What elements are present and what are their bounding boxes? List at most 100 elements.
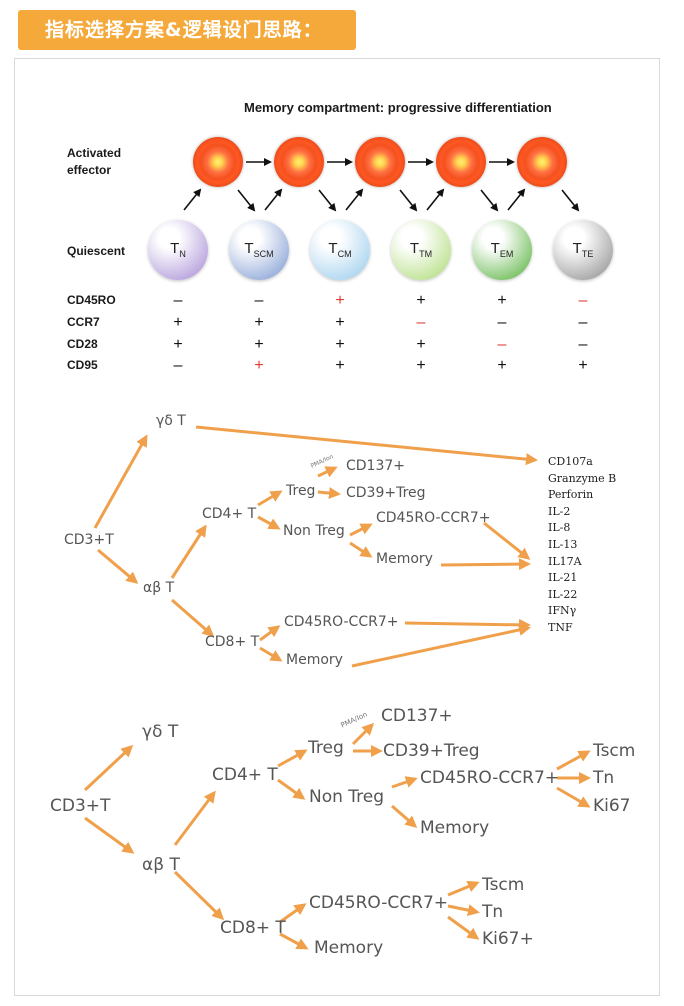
cytokine-item: IFNγ — [548, 604, 577, 618]
marker-value: + — [416, 292, 426, 309]
marker-value: + — [254, 336, 264, 353]
header-banner: 指标选择方案&逻辑设门思路： — [18, 10, 356, 50]
flow1-treg: Treg — [286, 483, 316, 499]
figure-frame — [14, 58, 660, 996]
cell-label-sub: TE — [581, 249, 594, 259]
marker-value: + — [254, 357, 264, 374]
marker-value: + — [578, 357, 588, 374]
flow1-non-treg: Non Treg — [283, 523, 345, 539]
cell-label-sub: SCM — [253, 249, 274, 259]
marker-value: + — [173, 314, 183, 331]
cell-label-sub: TM — [419, 249, 433, 259]
cytokine-item: Granzyme B — [548, 471, 617, 485]
flow1-cd137: CD137+ — [346, 458, 406, 474]
flow2-tn-cd4: Tn — [593, 768, 615, 788]
marker-name-cd28: CD28 — [67, 337, 98, 351]
flow2-cd39-treg: CD39+Treg — [383, 741, 480, 761]
flow2-tscm-cd4: Tscm — [593, 741, 636, 761]
header-title: 指标选择方案&逻辑设门思路： — [45, 19, 323, 41]
marker-name-cd95: CD95 — [67, 358, 98, 372]
cytokine-item: IL-13 — [548, 537, 578, 551]
flow2-non-treg: Non Treg — [309, 787, 385, 807]
flow1-cd45ro-ccr7-cd8: CD45RO-CCR7+ — [284, 614, 399, 630]
flow2-cd8: CD8+ T — [220, 918, 286, 938]
marker-value: – — [578, 292, 588, 309]
cell-tscm: TSCM — [229, 220, 289, 280]
marker-value: + — [335, 292, 345, 309]
cell-label-main: T — [244, 240, 254, 257]
cell-tem: TEM — [472, 220, 532, 280]
effector-cell — [355, 137, 405, 187]
row-label-quiescent: Quiescent — [67, 244, 126, 258]
marker-value: + — [335, 357, 345, 374]
effector-cell — [436, 137, 486, 187]
flow1-gamma-delta: γδ T — [156, 413, 186, 429]
marker-value: + — [254, 314, 264, 331]
row-label-activated-1: Activated — [67, 146, 122, 160]
cytokine-item: IL-8 — [548, 521, 571, 535]
marker-value: + — [497, 357, 507, 374]
memory-figure-title: Memory compartment: progressive differen… — [244, 100, 552, 115]
effector-cell — [193, 137, 243, 187]
cell-label-main: T — [490, 240, 500, 257]
cell-label-sub: N — [179, 249, 186, 259]
effector-cell — [274, 137, 324, 187]
marker-name-ccr7: CCR7 — [67, 315, 100, 329]
marker-value: + — [173, 336, 183, 353]
flow1-cd39-treg: CD39+Treg — [346, 485, 426, 501]
flow2-cd45ro-ccr7-cd8: CD45RO-CCR7+ — [309, 893, 449, 913]
marker-value: + — [335, 314, 345, 331]
flow1-memory-cd8: Memory — [286, 652, 343, 668]
flow2-cd4: CD4+ T — [212, 765, 278, 785]
marker-value: + — [497, 292, 507, 309]
marker-name-cd45ro: CD45RO — [67, 293, 116, 307]
flow1-memory-cd4: Memory — [376, 551, 433, 567]
cell-label-main: T — [409, 240, 420, 257]
cytokine-item: IL17A — [548, 554, 582, 568]
marker-value: + — [416, 336, 426, 353]
marker-value: – — [578, 314, 588, 331]
cytokine-item: TNF — [548, 620, 573, 634]
cytokine-item: IL-21 — [548, 571, 578, 585]
marker-value: + — [416, 357, 426, 374]
flow1-alpha-beta: αβ T — [143, 580, 175, 596]
flow2-memory-cd4: Memory — [420, 818, 490, 838]
flow2-cd3: CD3+T — [50, 796, 111, 816]
marker-value: – — [416, 314, 426, 331]
row-label-activated-2: effector — [67, 163, 112, 177]
cell-tcm: TCM — [310, 220, 370, 280]
flow2-ki67-cd8: Ki67+ — [482, 929, 534, 949]
flow2-cd137: CD137+ — [381, 706, 453, 726]
flow1-cd3: CD3+T — [64, 532, 114, 548]
marker-value: – — [254, 292, 264, 309]
flow2-cd45ro-ccr7-cd4: CD45RO-CCR7+ — [420, 768, 560, 788]
cell-label-main: T — [572, 240, 582, 257]
marker-value: – — [173, 357, 183, 374]
flow1-cd45ro-ccr7-cd4: CD45RO-CCR7+ — [376, 510, 491, 526]
marker-value: – — [497, 314, 507, 331]
cell-label-sub: EM — [499, 249, 514, 259]
marker-value: – — [578, 336, 588, 353]
cell-label-sub: CM — [337, 249, 352, 259]
cell-label-main: T — [170, 240, 180, 257]
cytokine-item: Perforin — [548, 488, 594, 502]
flow2-tn-cd8: Tn — [482, 902, 504, 922]
cytokine-item: CD107a — [548, 455, 593, 468]
flow2-tscm-cd8: Tscm — [482, 875, 525, 895]
flow2-ki67-cd4: Ki67 — [593, 796, 631, 816]
marker-value: – — [497, 336, 507, 353]
marker-value: + — [335, 336, 345, 353]
cytokine-item: IL-22 — [548, 587, 578, 601]
effector-cell — [517, 137, 567, 187]
flow2-memory-cd8: Memory — [314, 938, 384, 958]
cell-tn: TN — [148, 220, 208, 280]
cell-tte: TTE — [553, 220, 613, 280]
flow2-treg: Treg — [308, 738, 344, 758]
flow2-gamma-delta: γδ T — [142, 722, 179, 742]
flow1-cd4: CD4+ T — [202, 506, 257, 522]
cell-label-main: T — [328, 240, 338, 257]
marker-value: – — [173, 292, 183, 309]
cell-ttm: TTM — [391, 220, 451, 280]
